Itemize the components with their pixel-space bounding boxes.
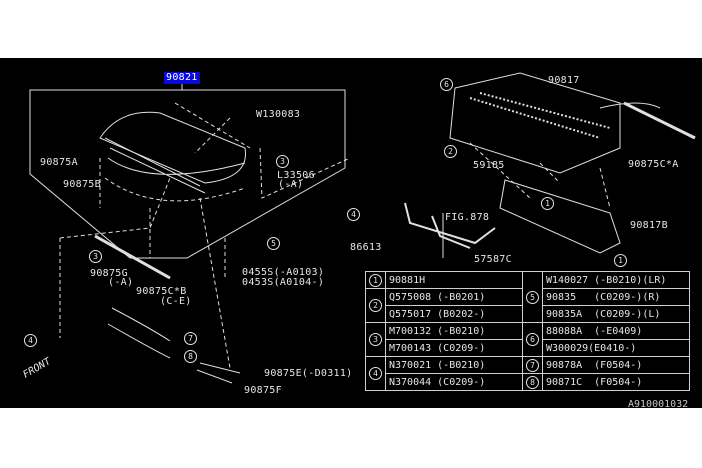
legend-part[interactable]: 88088A (-E0409) [542, 322, 690, 340]
manifold-cover-part [449, 72, 621, 174]
legend-part[interactable]: 90878A (F0504-) [542, 356, 690, 374]
callout-7[interactable]: 7 [184, 332, 197, 345]
part-label-0453s[interactable]: 0453S(A0104-) [242, 277, 325, 288]
legend-num: 4 [369, 367, 382, 380]
callout-2[interactable]: 2 [444, 145, 457, 158]
part-label-86613[interactable]: 86613 [350, 242, 382, 253]
part-label-90875cb[interactable]: 90875C*B [136, 286, 187, 297]
legend-part[interactable]: W140027 (-B0210)(LR) [542, 271, 690, 289]
legend-num: 5 [526, 290, 539, 304]
part-label-90875e[interactable]: 90875E(-D0311) [264, 368, 353, 379]
part-label-59185[interactable]: 59185 [473, 160, 505, 171]
part-label-l33506[interactable]: L33506 [277, 170, 315, 181]
part-label-90817b[interactable]: 90817B [630, 220, 668, 231]
part-label-90875ca[interactable]: 90875C*A [628, 159, 679, 170]
part-label-w130083[interactable]: W130083 [256, 109, 301, 120]
parts-legend-table: 1 90881H 5 W140027 (-B0210)(LR) 2 Q57500… [365, 271, 690, 391]
legend-num: 2 [369, 299, 382, 312]
legend-part[interactable]: N370044 (C0209-) [385, 373, 523, 391]
callout-3[interactable]: 3 [89, 250, 102, 263]
selected-part-label[interactable]: 90821 [164, 72, 200, 84]
legend-num: 6 [526, 333, 539, 346]
legend-part[interactable]: 90871C (F0504-) [542, 373, 690, 391]
manifold-lower-part [499, 179, 621, 254]
part-label-90875b[interactable]: 90875B [63, 179, 101, 190]
legend-num: 1 [369, 273, 382, 287]
legend-part[interactable]: 90835 (C0209-)(R) [542, 288, 690, 306]
hood-scoop-part [99, 111, 246, 184]
legend-part[interactable]: Q575017 (B0202-) [385, 305, 523, 323]
callout-5[interactable]: 5 [267, 237, 280, 250]
fig-878-link[interactable]: FIG.878 [445, 212, 490, 223]
legend-part[interactable]: M700143 (C0209-) [385, 339, 523, 357]
legend-part[interactable]: Q575008 (-B0201) [385, 288, 523, 306]
part-label-0455s[interactable]: 0455S(-A0103) [242, 267, 325, 278]
part-label-90875a[interactable]: 90875A [40, 157, 78, 168]
legend-part[interactable]: N370021 (-B0210) [385, 356, 523, 374]
part-label-90817[interactable]: 90817 [548, 75, 580, 86]
legend-part[interactable]: W300029(E0410-) [542, 339, 690, 357]
legend-num: 8 [526, 375, 539, 389]
seal-strip-part [623, 101, 696, 140]
callout-6[interactable]: 6 [440, 78, 453, 91]
diagram-lineart [29, 72, 696, 384]
legend-part[interactable]: M700132 (-B0210) [385, 322, 523, 340]
part-label-l33506-note: (-A) [278, 179, 304, 190]
callout-4[interactable]: 4 [347, 208, 360, 221]
part-label-57587c[interactable]: 57587C [474, 254, 512, 265]
diagram-canvas: 90821 W130083 90875A 90875B 3 L33506 (-A… [0, 58, 702, 410]
legend-part[interactable]: 90881H [385, 271, 523, 289]
group-frame [29, 84, 346, 259]
legend-num: 7 [526, 358, 539, 372]
callout-8[interactable]: 8 [184, 350, 197, 363]
document-id: A910001032 [628, 399, 689, 410]
callout-1[interactable]: 1 [541, 197, 554, 210]
callout-1[interactable]: 1 [614, 254, 627, 267]
part-label-90875cb-note: (C-E) [160, 296, 192, 307]
callout-4[interactable]: 4 [24, 334, 37, 347]
part-label-90875g-note: (-A) [108, 277, 134, 288]
part-label-90875g[interactable]: 90875G [90, 268, 128, 279]
part-label-90875f[interactable]: 90875F [244, 385, 282, 396]
legend-part[interactable]: 90835A (C0209-)(L) [542, 305, 690, 323]
legend-num: 3 [369, 333, 382, 346]
callout-3[interactable]: 3 [276, 155, 289, 168]
